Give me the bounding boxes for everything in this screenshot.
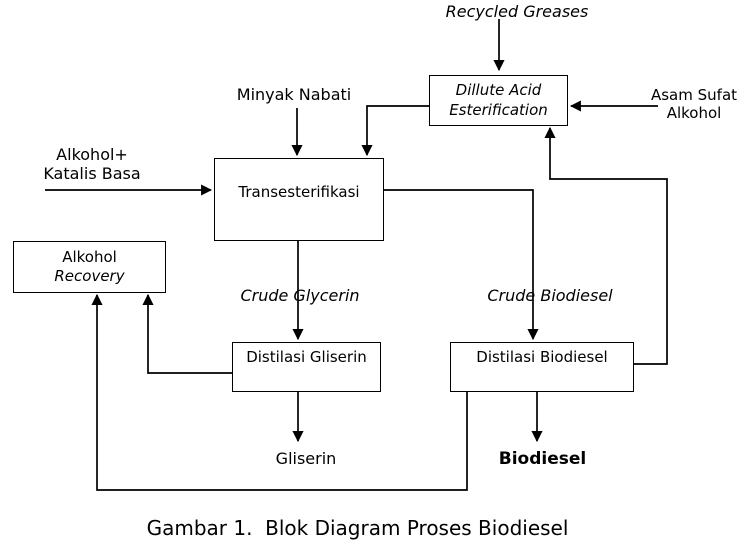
label-alkohol-katalis-basa: Alkohol+ Katalis Basa xyxy=(17,145,167,183)
process-box-transesterifikasi: Transesterifikasi xyxy=(214,158,384,241)
box-label: Transesterifikasi xyxy=(238,183,360,202)
arrow-biodiesel-to-alkohol-recovery xyxy=(91,293,468,491)
arrow-esterification-to-transesterifikasi xyxy=(361,105,429,157)
label-crude-glycerin: Crude Glycerin xyxy=(240,286,360,305)
label-gliserin: Gliserin xyxy=(275,449,337,468)
label-crude-biodiesel: Crude Biodiesel xyxy=(487,286,613,305)
box-label: Distilasi Biodiesel xyxy=(476,348,608,366)
process-box-dillute-acid-esterification: Dillute Acid Esterification xyxy=(429,75,568,126)
figure-caption: Gambar 1. Blok Diagram Proses Biodiesel xyxy=(146,516,569,540)
label-line: Alkohol+ xyxy=(56,145,128,164)
label-line: Asam Sufat xyxy=(650,86,738,104)
box-label-line: Recovery xyxy=(54,267,125,285)
box-label-line: Esterification xyxy=(449,100,548,119)
label-line: Alkohol xyxy=(666,103,722,122)
box-label-line: Dillute Acid xyxy=(455,81,542,100)
arrow-crude-biodiesel-line xyxy=(383,189,539,341)
label-line: Katalis Basa xyxy=(43,163,141,183)
box-label: Distilasi Gliserin xyxy=(246,348,367,366)
label-minyak-nabati: Minyak Nabati xyxy=(236,85,352,104)
label-recycled-greases: Recycled Greases xyxy=(445,2,589,21)
label-biodiesel: Biodiesel xyxy=(498,449,587,469)
arrow-gliserin-to-alkohol-recovery xyxy=(142,293,232,374)
box-label-line: Alkohol xyxy=(62,247,117,266)
label-asam-sufat-alkohol: Asam Sufat Alkohol xyxy=(642,86,744,122)
process-box-alkohol-recovery: Alkohol Recovery xyxy=(13,241,166,293)
process-box-distilasi-biodiesel: Distilasi Biodiesel xyxy=(450,342,634,392)
arrow-biodiesel-to-esterification xyxy=(544,126,668,365)
process-box-distilasi-gliserin: Distilasi Gliserin xyxy=(232,342,381,392)
